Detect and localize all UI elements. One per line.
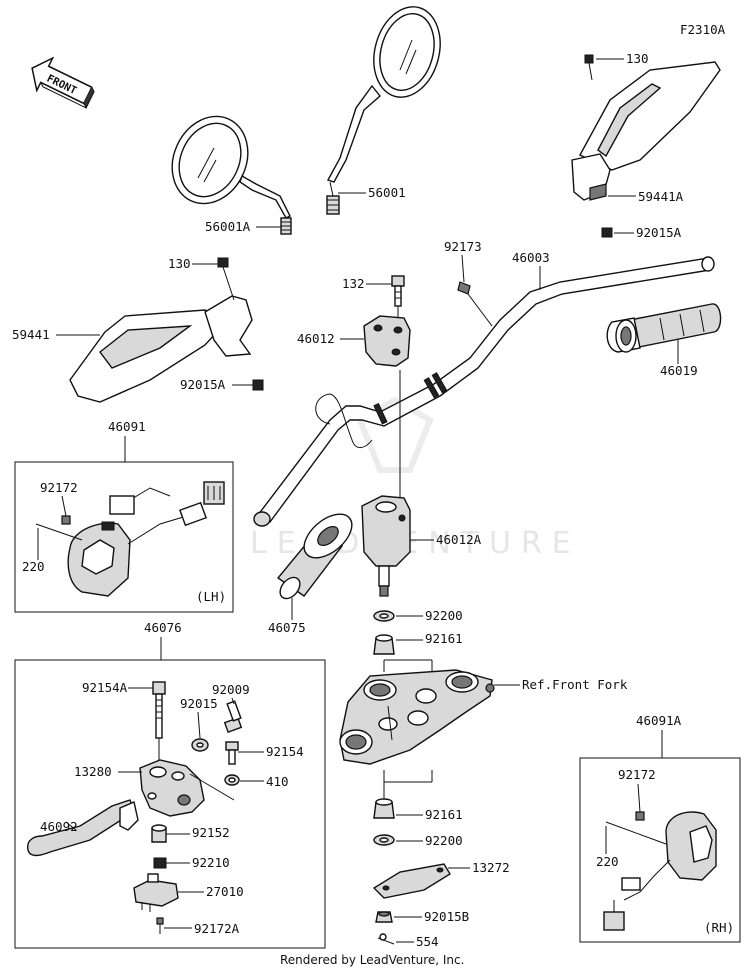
label-554: 554 (416, 934, 439, 949)
grip-46019 (606, 303, 722, 353)
label-220-rh: 220 (596, 854, 619, 869)
label-13280: 13280 (74, 764, 112, 779)
washer-92015 (191, 738, 209, 752)
label-92154A: 92154A (82, 680, 128, 695)
collar-92152 (151, 824, 167, 843)
label-92172A: 92172A (194, 921, 240, 936)
label-92009: 92009 (212, 682, 250, 697)
mirror-56001 (326, 6, 441, 215)
label-59441A: 59441A (638, 189, 684, 204)
mirror-56001A (171, 115, 292, 235)
bracket-13280 (139, 759, 205, 817)
lever-46092 (27, 799, 139, 857)
lh-switch-box (14, 461, 234, 613)
bolt-132 (391, 275, 405, 307)
label-130-left: 130 (168, 256, 191, 271)
label-92015A-left: 92015A (180, 377, 226, 392)
label-59441: 59441 (12, 327, 50, 342)
handlebar-46003 (253, 256, 715, 527)
label-46076: 46076 (144, 620, 182, 635)
clamp-46012 (363, 315, 411, 367)
label-lh: (LH) (196, 589, 226, 604)
triple-clamp (339, 669, 495, 765)
switch-46091 (35, 481, 225, 597)
washer-410 (224, 774, 240, 786)
front-arrow-icon: FRONT (31, 56, 95, 110)
damper-92161-bottom (373, 798, 395, 819)
label-13272: 13272 (472, 860, 510, 875)
grip-46075 (276, 513, 353, 600)
label-92015B: 92015B (424, 909, 469, 924)
label-46092: 46092 (40, 819, 78, 834)
label-46003: 46003 (512, 250, 550, 265)
label-92200-top: 92200 (425, 608, 463, 623)
label-132: 132 (342, 276, 365, 291)
bolt-92009 (223, 700, 243, 733)
label-130-top: 130 (626, 51, 649, 66)
label-92210: 92210 (192, 855, 230, 870)
screw-92172A (156, 917, 164, 934)
footer-credit: Rendered by LeadVenture, Inc. (280, 953, 464, 967)
label-46019: 46019 (660, 363, 698, 378)
label-rh: (RH) (704, 920, 734, 935)
label-92161-bottom: 92161 (425, 807, 463, 822)
label-92172-lh: 92172 (40, 480, 78, 495)
label-92015: 92015 (180, 696, 218, 711)
switch-46091A (603, 811, 717, 931)
riser-46012A (361, 495, 411, 597)
handguard-59441A (571, 54, 721, 238)
label-220-lh: 220 (22, 559, 45, 574)
label-92154: 92154 (266, 744, 304, 759)
lever-assembly-box (14, 659, 326, 949)
label-92200-bottom: 92200 (425, 833, 463, 848)
damper-92161-top (373, 634, 395, 655)
label-46075: 46075 (268, 620, 306, 635)
label-92152: 92152 (192, 825, 230, 840)
bolt-92154A (152, 681, 166, 739)
washer-92200-bottom (373, 834, 395, 846)
label-46091A: 46091A (636, 713, 682, 728)
handguard-59441 (69, 257, 264, 403)
label-56001: 56001 (368, 185, 406, 200)
pin-554 (377, 933, 395, 945)
clip-92173 (457, 281, 471, 295)
diagram-code: F2310A (680, 22, 726, 37)
label-46012: 46012 (297, 331, 335, 346)
label-56001A: 56001A (205, 219, 251, 234)
nut-92015B (375, 911, 393, 923)
label-ref-front-fork: Ref.Front Fork (522, 677, 628, 692)
label-410: 410 (266, 774, 289, 789)
label-92173: 92173 (444, 239, 482, 254)
label-46012A: 46012A (436, 532, 482, 547)
bolt-92154 (225, 741, 239, 765)
nut-92210 (153, 857, 167, 869)
switch-27010 (133, 873, 179, 912)
rh-switch-box (579, 757, 741, 943)
label-46091: 46091 (108, 419, 146, 434)
label-92172-rh: 92172 (618, 767, 656, 782)
label-27010: 27010 (206, 884, 244, 899)
washer-92200-top (373, 610, 395, 622)
label-92161-top: 92161 (425, 631, 463, 646)
plate-13272 (372, 863, 451, 899)
label-92015A-top: 92015A (636, 225, 682, 240)
